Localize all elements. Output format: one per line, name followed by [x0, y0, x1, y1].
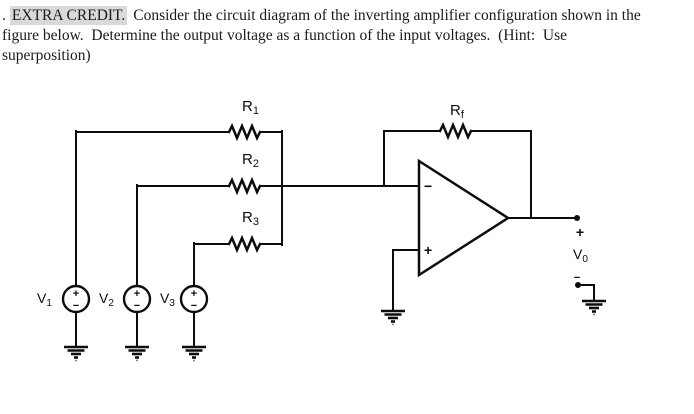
opamp-inverting-input-mark: − — [424, 178, 432, 194]
resistor-r1 — [227, 122, 262, 142]
output-minus-mark: − — [574, 272, 580, 284]
extra-credit-highlight: EXTRA CREDIT. — [9, 6, 128, 25]
resistor-r3 — [227, 234, 262, 254]
output-terminal-dot — [574, 215, 580, 221]
label-r1: R1 — [242, 98, 259, 117]
label-r3: R3 — [242, 209, 259, 228]
opamp-noninverting-input-mark: + — [424, 242, 432, 258]
ground-output — [580, 299, 608, 316]
output-return-terminal-dot — [575, 282, 581, 288]
ground-v3 — [180, 345, 208, 362]
statement-line-1-text: Consider the circuit diagram of the inve… — [133, 7, 641, 24]
resistor-r2 — [227, 176, 262, 196]
label-v1: V1 — [37, 290, 52, 309]
source-v2-circle — [122, 284, 152, 314]
ground-v2 — [123, 345, 151, 362]
problem-statement: .EXTRA CREDIT. Consider the circuit diagr… — [2, 6, 692, 66]
statement-line-3: superposition) — [2, 47, 91, 64]
label-r2: R2 — [242, 151, 259, 170]
resistor-rf — [438, 121, 473, 141]
problem-number-fragment: . — [2, 7, 6, 24]
v1-plus-mark: + — [73, 288, 79, 300]
ground-noninverting — [379, 309, 407, 326]
opamp-triangle — [417, 158, 511, 278]
source-v3-circle — [179, 284, 209, 314]
label-rf: Rf — [450, 102, 465, 121]
v3-minus-mark: − — [191, 300, 197, 312]
source-v1-circle — [61, 284, 91, 314]
label-v0: V0 — [573, 246, 588, 265]
label-v2: V2 — [99, 290, 114, 309]
statement-line-1: .EXTRA CREDIT. Consider the circuit diagr… — [2, 6, 692, 26]
ground-v1 — [62, 345, 90, 362]
statement-line-2: figure below. Determine the output volta… — [2, 27, 568, 44]
v1-minus-mark: − — [73, 300, 79, 312]
v3-plus-mark: + — [191, 288, 197, 300]
v2-minus-mark: − — [134, 300, 140, 312]
label-v3: V3 — [160, 290, 175, 309]
output-plus-mark: + — [576, 224, 584, 240]
v2-plus-mark: + — [134, 288, 140, 300]
